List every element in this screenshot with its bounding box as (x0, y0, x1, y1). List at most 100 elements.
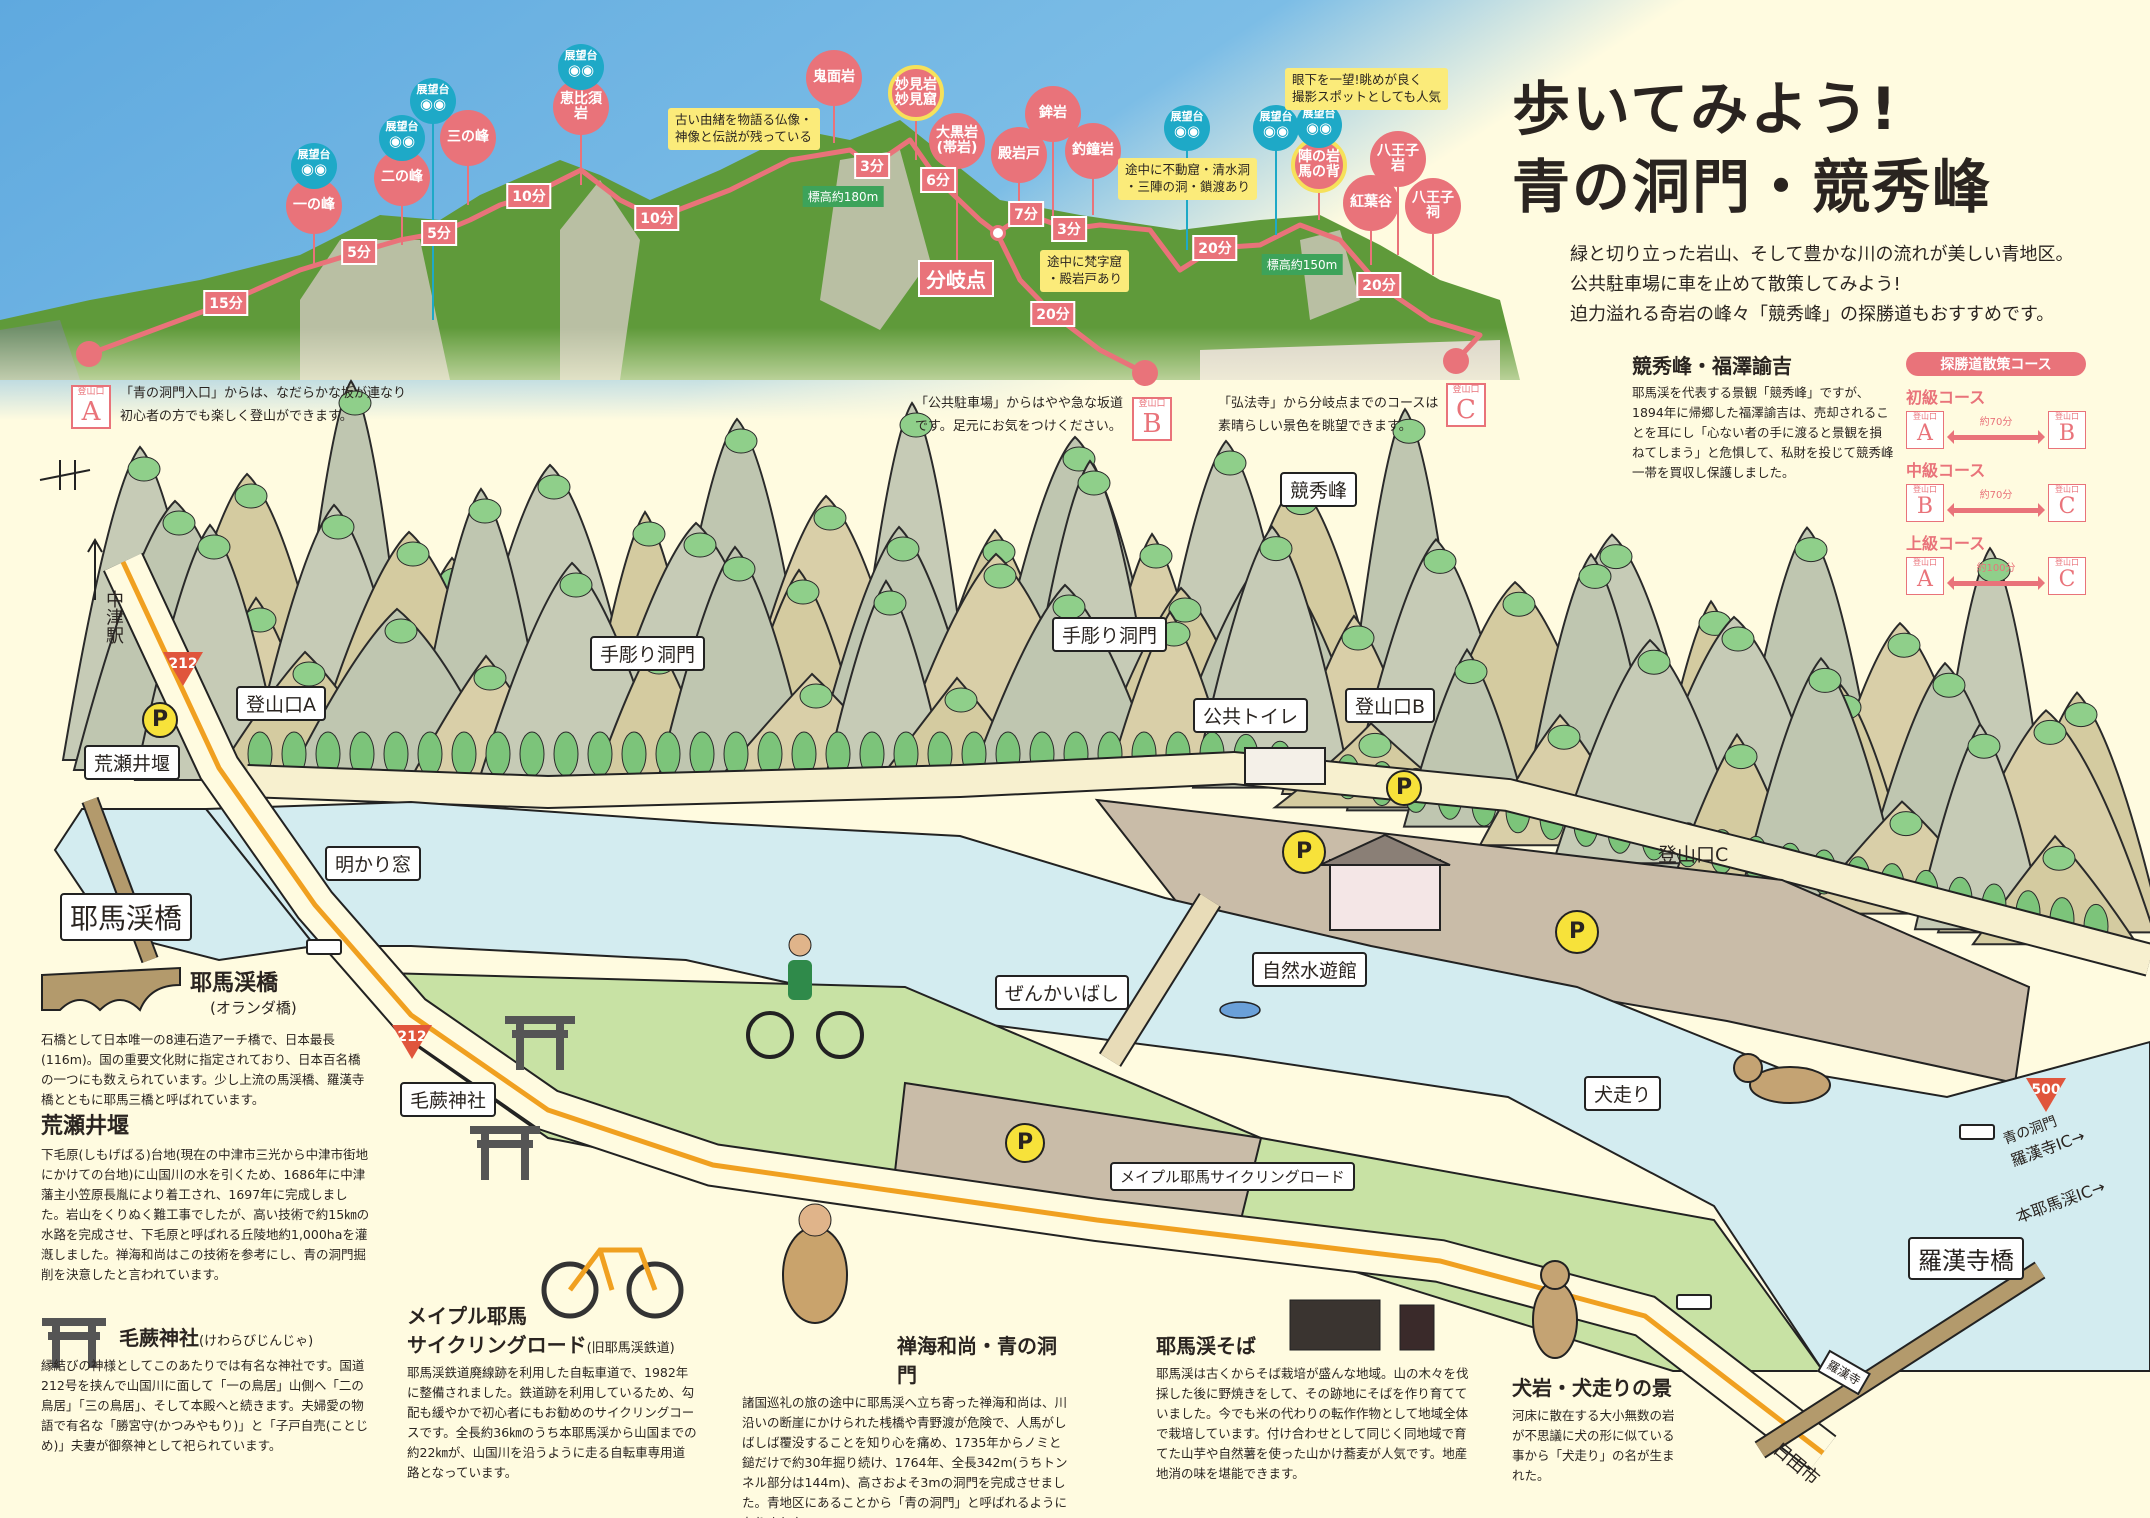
landmark-pin: 陣の岩 馬の背 (1291, 137, 1347, 193)
junction-label: 分岐点 (918, 260, 994, 297)
lookout-badge: 展望台◉◉ (291, 143, 337, 189)
tree (621, 731, 647, 777)
elevation-180: 標高約180m (802, 186, 884, 207)
walk-time-badge: 20分 (1192, 235, 1238, 261)
trailhead-b-marker (1132, 360, 1158, 386)
tunnel-label: 手彫り洞門 (1052, 617, 1168, 652)
junction-marker (990, 225, 1006, 241)
fish-icon (1219, 1001, 1261, 1019)
pin-pointer (833, 78, 835, 143)
lookout-pointer (1275, 128, 1277, 235)
lookout-label: 展望台 (1259, 110, 1293, 123)
binoculars-icon: ◉◉ (567, 61, 595, 79)
mountain-greenery (1392, 418, 1426, 444)
parking-icon: P (1005, 1123, 1045, 1163)
binoculars-icon: ◉◉ (1262, 122, 1290, 140)
course-panel-heading: 探勝道散策コース (1906, 352, 2086, 376)
mountain-greenery (162, 510, 196, 536)
mountain-greenery (1794, 537, 1828, 563)
double-arrow-icon: 約100分 (1944, 557, 2048, 595)
mountain (1738, 656, 1904, 899)
mountain-greenery (1259, 536, 1293, 562)
trailhead-a-label: 登山口A (236, 686, 326, 721)
mountain-greenery (1887, 632, 1921, 658)
lookout-badge: 展望台◉◉ (410, 78, 456, 124)
rakanji-bridge-label: 羅漢寺橋 (1908, 1237, 2024, 1280)
article-zenkai-aonodomon: 禅海和尚・青の洞門諸国巡礼の旅の途中に耶馬渓へ立ち寄った禅海和尚は、川沿いの断崖… (742, 1334, 1068, 1518)
walk-time-badge: 20分 (1356, 272, 1402, 298)
landmark-pin: 八王子 祠 (1405, 178, 1461, 234)
mountain-greenery (1932, 672, 1966, 698)
mountain-greenery (899, 412, 933, 438)
lookout-label: 展望台 (385, 120, 419, 133)
mountain-greenery (1454, 659, 1488, 685)
article-cycling-road: メイプル耶馬 サイクリングロード(旧耶馬渓鉄道)耶馬渓鉄道廃線跡を利用した自転車… (407, 1304, 697, 1480)
trailhead-a-marker (76, 341, 102, 367)
pin-pointer (956, 141, 958, 285)
lookout-badge: 展望台◉◉ (1164, 105, 1210, 151)
pin-pointer (467, 138, 469, 205)
walk-time-badge: 20分 (1030, 301, 1076, 327)
yabakei-bridge-label: 耶馬渓橋 (60, 893, 193, 941)
pin-pointer (580, 107, 582, 185)
soba-illustration (1289, 1299, 1435, 1351)
toilet-label: 公共トイレ (1193, 698, 1309, 733)
note-fudo-cave: 途中に不動窟・清水洞 ・三陣の洞・鎖渡あり (1118, 158, 1258, 200)
walk-time-badge: 15分 (203, 290, 249, 316)
torii-icon (505, 1016, 575, 1070)
walk-time-badge: 3分 (854, 153, 890, 179)
parking-icon: P (1555, 910, 1599, 954)
mountain-greenery (2042, 845, 2076, 871)
trailhead-c-text: 「弘法寺」から分岐点までのコースは素晴らしい景色を眺望できます。 (1218, 396, 1439, 434)
traffic-light-icon (1959, 1124, 1995, 1140)
tree (587, 731, 613, 777)
torii-icon (470, 1126, 540, 1180)
mountain-greenery (1423, 548, 1457, 574)
mountain-greenery (683, 532, 717, 558)
arase-weir-label: 荒瀬井堰 (84, 745, 181, 780)
course-time: 約70分 (1979, 490, 2013, 501)
article-arase-weir: 荒瀬井堰下毛原(しもげばる)台地(現在の中津市三光から中津市街地にかけての台地)… (41, 1114, 370, 1282)
mountain-greenery (292, 661, 326, 687)
mountain-greenery (1808, 667, 1842, 693)
mountain-greenery (1967, 733, 2001, 759)
lookout-badge: 展望台◉◉ (379, 115, 425, 161)
mountain-greenery (799, 683, 833, 709)
pin-pointer (401, 178, 403, 245)
mountain (1913, 722, 2047, 931)
mountain-greenery (724, 428, 758, 454)
pin-pointer (915, 93, 917, 160)
mountain-greenery (886, 536, 920, 562)
mountain-greenery (873, 590, 907, 616)
walk-time-badge: 7分 (1008, 201, 1044, 227)
parking-icon: P (1386, 770, 1422, 806)
pin-pointer (1092, 151, 1094, 215)
double-arrow-icon: 約70分 (1944, 411, 2048, 449)
elevation-150: 標高約150m (1261, 254, 1343, 275)
lookout-label: 展望台 (416, 83, 450, 96)
trailhead-b-label: 登山口B (1345, 688, 1436, 723)
nature-hall-label: 自然水遊館 (1252, 952, 1368, 987)
tree (655, 731, 681, 777)
lookout-badge: 展望台◉◉ (558, 44, 604, 90)
mountain-greenery (1889, 811, 1923, 837)
page-title: 歩いてみよう!青の洞門・競秀峰 (1512, 75, 1993, 221)
mountain-greenery (396, 541, 430, 567)
traffic-light-icon (306, 939, 342, 955)
article-yabakei-soba: 耶馬渓そば耶馬渓は古くからそば栽培が盛んな地域。山の木々を伐採した後に野焼きをし… (1156, 1334, 1469, 1481)
mountain-greenery (537, 474, 571, 500)
mountain-greenery (786, 579, 820, 605)
mountain-greenery (1724, 744, 1758, 770)
lookout-label: 展望台 (564, 49, 598, 62)
mountain-greenery (1547, 724, 1581, 750)
binoculars-icon: ◉◉ (1305, 119, 1333, 137)
mountain-greenery (1168, 597, 1202, 623)
dog-illustration (1733, 1053, 1831, 1104)
mountain-greenery (1052, 594, 1086, 620)
